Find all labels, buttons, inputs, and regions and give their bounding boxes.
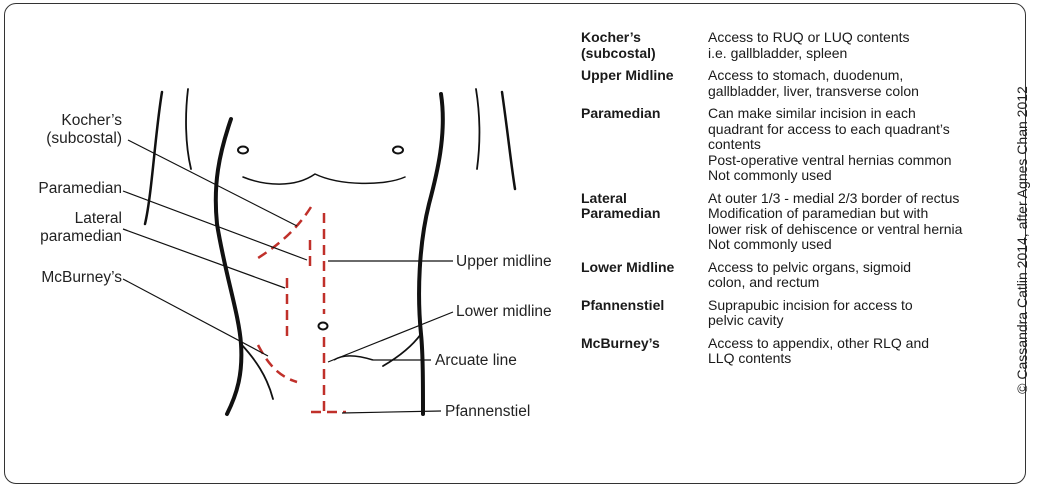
label-lateral-sub: paramedian xyxy=(40,228,122,245)
copyright-credit: © Cassandra Catlin 2014, after Agnes Cha… xyxy=(1014,86,1030,394)
legend-row-pfannenstiel: Pfannenstiel Suprapubic incision for acc… xyxy=(581,298,1007,336)
abdomen-diagram: Kocher’s (subcostal) Paramedian Lateral … xyxy=(5,4,575,484)
label-paramedian: Paramedian xyxy=(38,180,122,197)
leader-lines xyxy=(123,140,453,413)
right-arm-outer xyxy=(502,92,515,189)
label-lower-midline: Lower midline xyxy=(456,303,552,320)
legend-row-lateral-paramedian: Lateral Paramedian At outer 1/3 - medial… xyxy=(581,191,1007,260)
mcburneys-leader xyxy=(123,279,268,356)
label-mcburneys: McBurney’s xyxy=(41,269,122,286)
pectoral-line xyxy=(243,174,405,184)
kochers-incision xyxy=(258,207,311,258)
lateral-leader xyxy=(123,229,285,288)
legend-term: Pfannenstiel xyxy=(581,298,708,336)
navel xyxy=(319,323,328,330)
label-pfannenstiel: Pfannenstiel xyxy=(445,403,530,420)
incisions xyxy=(258,207,346,412)
label-arcuate-line: Arcuate line xyxy=(435,352,517,369)
legend-row-upper-midline: Upper Midline Access to stomach, duodenu… xyxy=(581,68,1007,106)
label-lateral: Lateral xyxy=(75,210,122,227)
right-hip xyxy=(383,334,421,366)
legend-desc: Suprapubic incision for access to pelvic… xyxy=(708,298,1007,336)
legend-desc: Can make similar incision in each quadra… xyxy=(708,106,1007,191)
legend-row-mcburneys: McBurney’s Access to appendix, other RLQ… xyxy=(581,336,1007,374)
legend-term: Kocher’s (subcostal) xyxy=(581,30,708,68)
label-upper-midline: Upper midline xyxy=(456,253,552,270)
label-kochers-sub: (subcostal) xyxy=(46,130,122,147)
legend-term: Paramedian xyxy=(581,106,708,191)
figure-frame: Kocher’s (subcostal) Paramedian Lateral … xyxy=(4,3,1026,484)
legend-desc: At outer 1/3 - medial 2/3 border of rect… xyxy=(708,191,1007,260)
legend-desc: Access to pelvic organs, sigmoid colon, … xyxy=(708,260,1007,298)
legend-row-lower-midline: Lower Midline Access to pelvic organs, s… xyxy=(581,260,1007,298)
kochers-leader xyxy=(128,140,297,226)
pfannenstiel-leader xyxy=(342,411,441,413)
legend-term: Lateral Paramedian xyxy=(581,191,708,260)
left-hip xyxy=(241,344,273,399)
left-arm-inner xyxy=(186,89,191,169)
incision-legend: Kocher’s (subcostal) Access to RUQ or LU… xyxy=(581,30,1007,374)
right-arm-inner xyxy=(476,89,480,169)
legend-desc: Access to stomach, duodenum, gallbladder… xyxy=(708,68,1007,106)
legend-term: McBurney’s xyxy=(581,336,708,374)
left-torso-side xyxy=(216,119,242,414)
legend-term: Upper Midline xyxy=(581,68,708,106)
right-nipple xyxy=(393,147,403,154)
legend-desc: Access to RUQ or LUQ contents i.e. gallb… xyxy=(708,30,1007,68)
legend-row-paramedian: Paramedian Can make similar incision in … xyxy=(581,106,1007,191)
arcuate-curve xyxy=(334,356,373,360)
legend-row-kochers: Kocher’s (subcostal) Access to RUQ or LU… xyxy=(581,30,1007,68)
legend-desc: Access to appendix, other RLQ and LLQ co… xyxy=(708,336,1007,374)
label-kochers: Kocher’s xyxy=(61,112,122,129)
legend-term: Lower Midline xyxy=(581,260,708,298)
left-nipple xyxy=(238,147,248,154)
